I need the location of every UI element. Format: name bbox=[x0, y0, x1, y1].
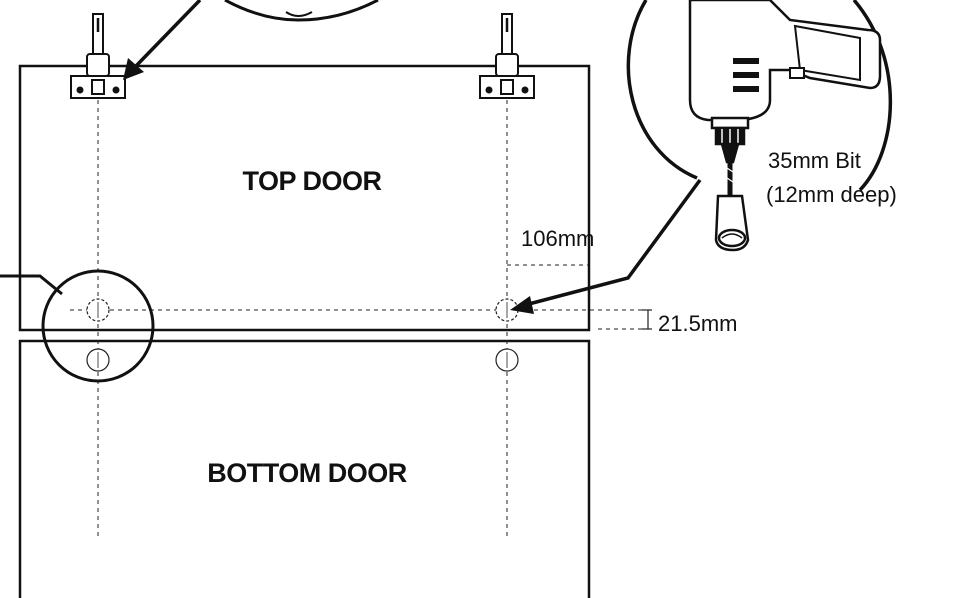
drill-icon bbox=[688, 0, 882, 252]
horizontal-offset-label: 106mm bbox=[521, 226, 594, 251]
bottom-door-panel bbox=[18, 339, 591, 598]
top-door: TOP DOOR bbox=[18, 64, 591, 332]
top-door-label: TOP DOOR bbox=[242, 166, 381, 196]
bottom-left-hole bbox=[86, 348, 110, 372]
top-left-hole bbox=[86, 298, 110, 322]
detail-magnifier-circle bbox=[0, 269, 155, 383]
top-door-panel bbox=[18, 64, 591, 332]
magnifier-leader-line bbox=[0, 274, 63, 296]
bottom-right-hole bbox=[495, 348, 519, 372]
drill-holes bbox=[86, 298, 519, 372]
vertical-offset-label: 21.5mm bbox=[658, 311, 737, 336]
top-right-hole bbox=[495, 298, 519, 322]
dimension-21-5: 21.5mm bbox=[642, 309, 737, 336]
drill-magnifier-ring bbox=[626, 0, 893, 192]
hinge-pointer-arrow bbox=[123, 0, 202, 80]
drill-magnifier: 35mm Bit (12mm deep) bbox=[626, 0, 897, 252]
bottom-door-label: BOTTOM DOOR bbox=[207, 458, 407, 488]
drill-bit-size-label: 35mm Bit bbox=[768, 148, 861, 173]
hinge-detail-circle-fragment bbox=[224, 0, 379, 22]
dimension-106: 106mm bbox=[521, 226, 594, 251]
left-hinge-icon bbox=[70, 13, 126, 99]
drill-bit-depth-label: (12mm deep) bbox=[766, 182, 897, 207]
right-hinge-icon bbox=[479, 13, 535, 99]
drill-pointer-arrow bbox=[510, 178, 702, 314]
bottom-door: BOTTOM DOOR bbox=[18, 339, 591, 598]
